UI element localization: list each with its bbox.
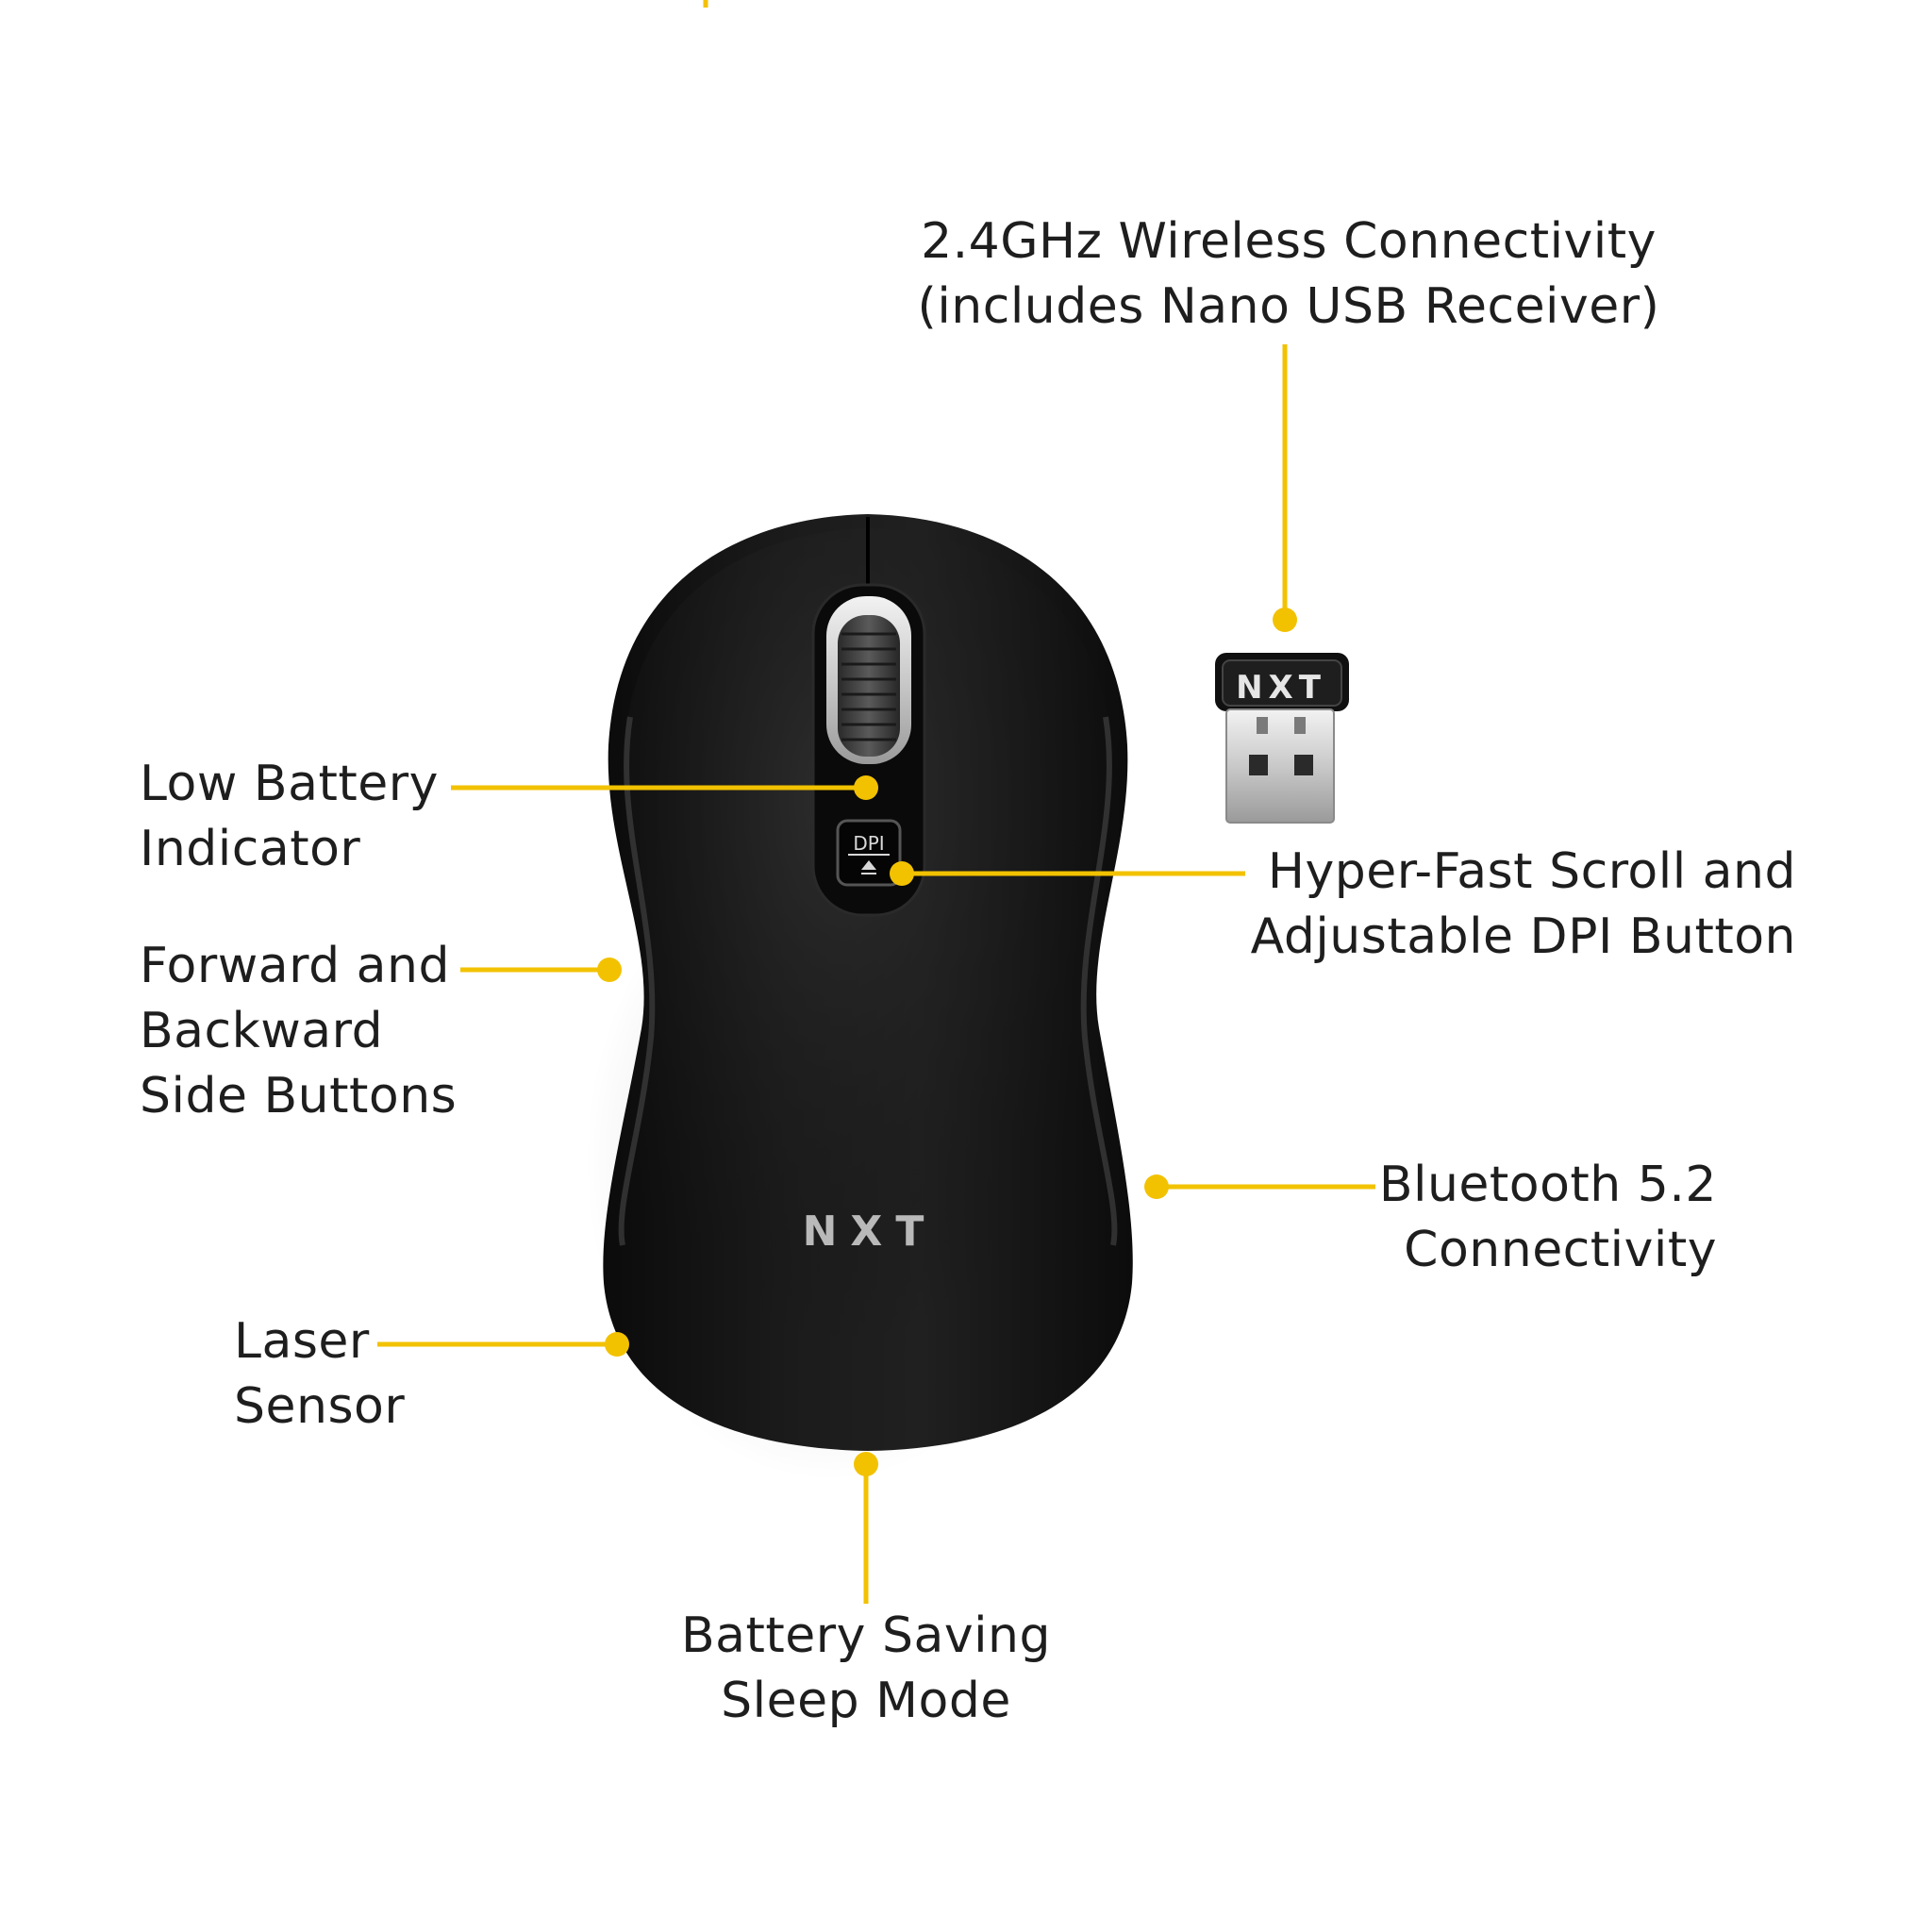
side-buttons-label-line1: Forward and bbox=[140, 938, 450, 994]
sleep-label-line2: Sleep Mode bbox=[721, 1673, 1011, 1729]
low-battery-label-line2: Indicator bbox=[140, 821, 361, 877]
sleep-label-line1: Battery Saving bbox=[680, 1607, 1052, 1664]
bluetooth-label-line1: Bluetooth 5.2 bbox=[1378, 1157, 1717, 1213]
usb-receiver: NXT bbox=[1215, 653, 1349, 824]
laser-label: Laser Sensor bbox=[234, 1309, 405, 1440]
receiver-logo: NXT bbox=[1236, 669, 1326, 707]
mouse-body bbox=[603, 514, 1133, 1451]
low-battery-label: Low Battery Indicator bbox=[140, 752, 439, 882]
bluetooth-label-line2: Connectivity bbox=[1404, 1222, 1717, 1278]
dpi-label-line2: Adjustable DPI Button bbox=[1250, 908, 1796, 965]
side-buttons-label: Forward and Backward Side Buttons bbox=[140, 934, 457, 1129]
wireless-label: 2.4GHz Wireless Connectivity (includes N… bbox=[892, 209, 1685, 340]
wireless-label-line1: 2.4GHz Wireless Connectivity bbox=[921, 213, 1657, 270]
laser-label-line2: Sensor bbox=[234, 1378, 406, 1435]
bluetooth-callout-dot bbox=[1144, 1174, 1169, 1199]
side-buttons-label-line2: Backward bbox=[140, 1003, 384, 1059]
dpi-button: DPI bbox=[836, 819, 902, 887]
sleep-label: Battery Saving Sleep Mode bbox=[583, 1604, 1149, 1734]
dpi-text: DPI bbox=[853, 832, 884, 855]
laser-label-line1: Laser bbox=[234, 1313, 370, 1370]
dpi-label-line1: Hyper-Fast Scroll and bbox=[1267, 843, 1796, 900]
low-battery-label-line1: Low Battery bbox=[140, 756, 439, 812]
sleep-callout-dot bbox=[854, 1452, 878, 1476]
dpi-callout-dot bbox=[890, 861, 914, 886]
laser-callout-dot bbox=[605, 1332, 629, 1357]
side-buttons-label-line3: Side Buttons bbox=[140, 1068, 458, 1124]
wireless-callout-dot bbox=[1273, 608, 1297, 632]
wireless-label-line2: (includes Nano USB Receiver) bbox=[917, 278, 1660, 335]
dpi-label: Hyper-Fast Scroll and Adjustable DPI But… bbox=[1217, 840, 1796, 970]
mouse-logo: NXT bbox=[803, 1208, 938, 1256]
side-buttons-callout-dot bbox=[597, 958, 622, 982]
bluetooth-label: Bluetooth 5.2 Connectivity bbox=[1368, 1153, 1717, 1283]
low-battery-callout-dot bbox=[854, 775, 878, 800]
